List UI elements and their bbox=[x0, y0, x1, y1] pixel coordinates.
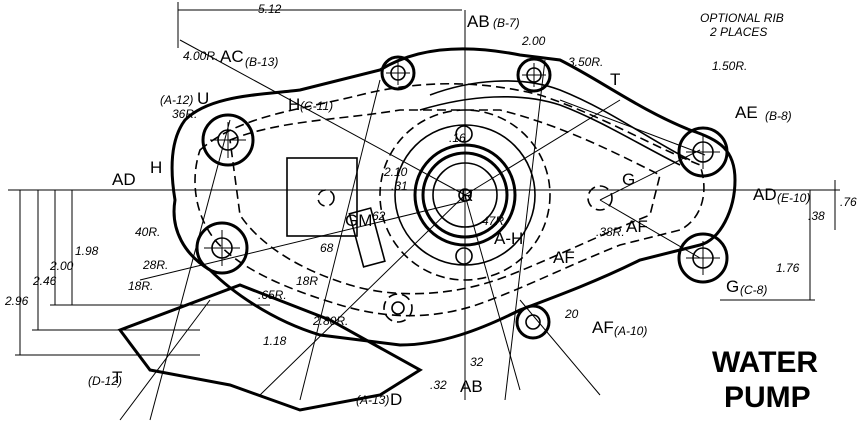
dim-40r: 40R. bbox=[135, 225, 160, 239]
bolt-boss-upper-left bbox=[201, 113, 255, 167]
dim-16: .16 bbox=[449, 131, 466, 145]
dim-31: .31 bbox=[391, 179, 408, 193]
label-t1: T bbox=[610, 70, 620, 89]
label-ab-top-ref: (B-7) bbox=[493, 16, 520, 30]
label-ad-right-ref: (E-10) bbox=[777, 191, 810, 205]
label-h2: H bbox=[150, 158, 162, 177]
label-d: D bbox=[390, 390, 402, 409]
dim-68: 68 bbox=[320, 241, 334, 255]
construction-line-7 bbox=[139, 199, 471, 281]
lower-arm-outline bbox=[117, 283, 423, 412]
label-af3: AF bbox=[592, 318, 614, 337]
inner-dashed-outline bbox=[194, 82, 705, 317]
dim-2-80r: 2.80R. bbox=[312, 314, 348, 328]
rib-curve bbox=[429, 80, 691, 161]
bolt-boss-bottom bbox=[515, 304, 551, 340]
title-line-2: PUMP bbox=[724, 381, 811, 414]
label-u-ref: (A-12) bbox=[160, 93, 193, 107]
bolt-boss-lower-left bbox=[195, 221, 249, 275]
dim-2-96: 2.96 bbox=[4, 294, 29, 308]
small-bolt-bottom bbox=[455, 247, 473, 265]
construction-line-9 bbox=[299, 79, 381, 401]
label-t2-ref: (D-12) bbox=[88, 374, 122, 388]
dim-1-98: 1.98 bbox=[75, 244, 99, 258]
bolt-boss-lower-mid bbox=[383, 293, 413, 323]
note-2-places: 2 PLACES bbox=[709, 25, 767, 39]
label-af1: AF bbox=[626, 217, 648, 236]
construction-line-4 bbox=[464, 99, 621, 196]
label-ad-left: AD bbox=[112, 170, 136, 189]
dim-1-50r: 1.50R. bbox=[712, 59, 747, 73]
label-ae: AE bbox=[735, 103, 758, 122]
title-line-1: WATER bbox=[712, 346, 818, 379]
construction-line-5 bbox=[599, 149, 701, 201]
dim-32b: .32 bbox=[430, 378, 447, 392]
dim-2-46: 2.46 bbox=[32, 274, 57, 288]
construction-line-1 bbox=[179, 39, 466, 196]
label-u: U bbox=[197, 89, 209, 108]
dim-47r: 47R. bbox=[482, 214, 507, 228]
construction-line-12 bbox=[119, 299, 211, 421]
dim-38: .38 bbox=[808, 209, 825, 223]
label-g2-ref: (C-8) bbox=[740, 283, 767, 297]
label-d-ref: (A-13) bbox=[356, 393, 389, 407]
dim-2-00: 2.00 bbox=[49, 259, 74, 273]
inner-dashed-outline-2 bbox=[229, 109, 661, 295]
dim-18r-b: 18R bbox=[296, 274, 318, 288]
small-bolt-top bbox=[455, 125, 473, 143]
dim-2-00-top: 2.00 bbox=[521, 34, 546, 48]
rib-curve-2 bbox=[419, 96, 681, 166]
small-bolt-left bbox=[317, 189, 335, 207]
label-r: R bbox=[461, 186, 473, 205]
dim-5-12: 5.12 bbox=[258, 2, 282, 16]
construction-line-2 bbox=[259, 194, 466, 396]
label-ae-ref: (B-8) bbox=[765, 109, 792, 123]
label-t2: T bbox=[112, 368, 122, 387]
label-g2: G bbox=[726, 277, 739, 296]
dim-1-76: 1.76 bbox=[776, 261, 800, 275]
dim-4-00r: 4.00R. bbox=[183, 49, 218, 63]
dim-62: 62 bbox=[372, 209, 386, 223]
dim-20: 20 bbox=[564, 307, 579, 321]
label-h1: H bbox=[288, 95, 300, 114]
construction-line-8 bbox=[559, 99, 706, 156]
label-af2: AF bbox=[553, 248, 575, 267]
construction-line-13 bbox=[149, 119, 231, 421]
dim-38r: .38R. bbox=[596, 225, 625, 239]
small-bolt-right bbox=[587, 185, 613, 211]
label-h1-ref: (C-11) bbox=[300, 99, 333, 113]
dim-18r: 18R. bbox=[128, 279, 153, 293]
construction-line-10 bbox=[504, 59, 546, 401]
label-ad-right: AD bbox=[753, 185, 777, 204]
dim-1-18: 1.18 bbox=[263, 334, 287, 348]
dim-65r: .65R. bbox=[258, 288, 287, 302]
note-optional-rib: OPTIONAL RIB bbox=[700, 11, 784, 25]
label-ab-bottom: AB bbox=[460, 377, 483, 396]
dim-28r: 28R. bbox=[142, 258, 168, 272]
label-af3-ref: (A-10) bbox=[614, 324, 647, 338]
label-ac-ref: (B-13) bbox=[245, 55, 278, 69]
bolt-boss-upper-right bbox=[677, 126, 729, 178]
bolt-boss-top-left bbox=[380, 55, 416, 91]
dim-2-10: 2.10 bbox=[383, 165, 408, 179]
label-g1: G bbox=[622, 170, 635, 189]
bolt-boss-lower-right bbox=[677, 232, 729, 284]
dim-3-50r: 3.50R. bbox=[568, 55, 603, 69]
construction-line-3 bbox=[464, 194, 521, 391]
label-gm: GM bbox=[345, 211, 372, 230]
label-ac: AC bbox=[220, 47, 244, 66]
dim-32a: 32 bbox=[470, 355, 484, 369]
bolt-boss-top-right bbox=[516, 57, 552, 93]
dim-76: .76 bbox=[840, 195, 857, 209]
gm-slot bbox=[348, 207, 386, 268]
pump-body-outline bbox=[170, 47, 737, 347]
construction-line-11 bbox=[519, 299, 601, 396]
label-ab-top: AB bbox=[467, 12, 490, 31]
construction-line-6 bbox=[599, 199, 701, 259]
label-ah: A-H bbox=[494, 229, 523, 248]
dim-36r: 36R. bbox=[172, 107, 197, 121]
